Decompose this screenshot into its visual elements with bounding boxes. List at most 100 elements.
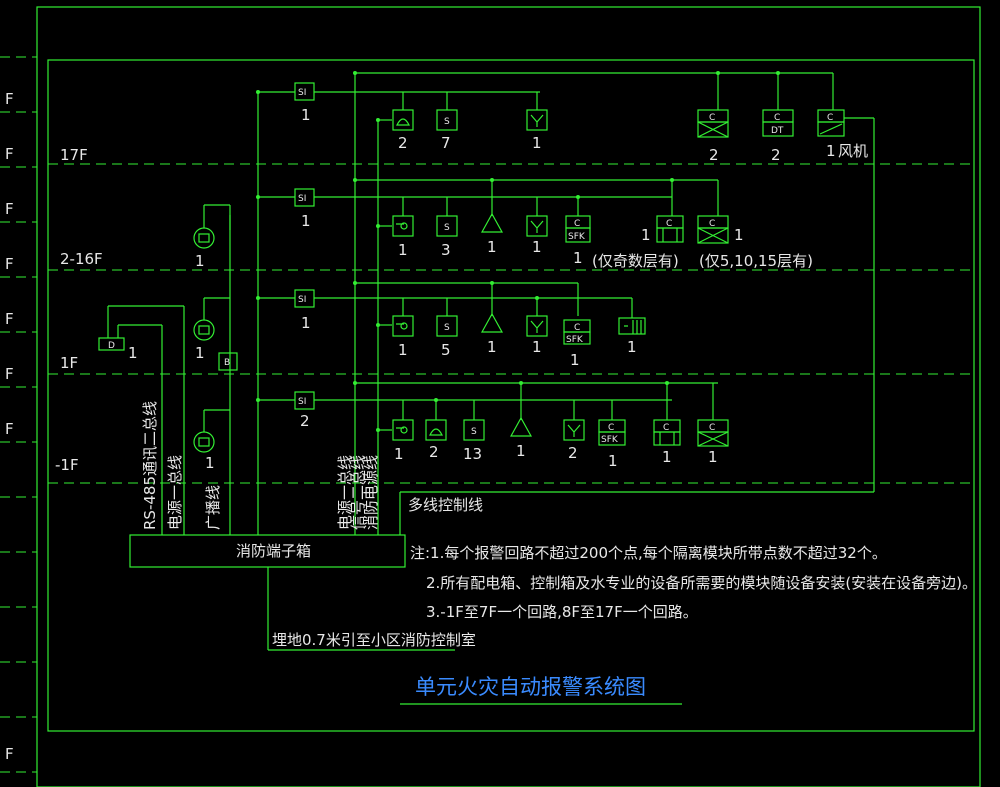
left-floor-mark: F: [5, 200, 14, 218]
svg-text:S: S: [444, 223, 450, 233]
count: 1: [641, 226, 651, 244]
bell-icon: [425, 419, 447, 441]
count: 1: [826, 142, 836, 160]
left-floor-mark: F: [5, 90, 14, 108]
smoke-detector-icon: [463, 419, 485, 441]
fire-power-line-label: 消防电源线: [362, 455, 380, 530]
left-floor-mark: F: [5, 310, 14, 328]
power-bus-right-label: 电源一总线: [336, 455, 354, 530]
count: 1: [205, 454, 215, 472]
left-floor-mark: F: [5, 420, 14, 438]
count: 1: [532, 338, 542, 356]
count: 13: [463, 445, 482, 463]
count: 1: [128, 344, 138, 362]
fire-damper-icon: [697, 431, 729, 447]
power-bus-left-label: 电源一总线: [166, 455, 184, 530]
left-floor-mark: F: [5, 745, 14, 763]
count: 1: [195, 252, 205, 270]
terminal-box-label: 消防端子箱: [236, 542, 311, 560]
count: 1: [516, 442, 526, 460]
smoke-detector-icon: [436, 109, 458, 131]
diagram-title: 单元火灾自动报警系统图: [415, 675, 646, 699]
note-1: 注:1.每个报警回路不超过200个点,每个隔离模块所带点数不超过32个。: [410, 544, 887, 562]
left-floor-mark: F: [5, 145, 14, 163]
manual-alarm-icon: [526, 109, 548, 131]
count: 1: [532, 238, 542, 256]
rs485-label: RS-485通讯二总线: [141, 401, 159, 530]
svg-text:C: C: [709, 219, 715, 229]
floor-label-2-16f: 2-16F: [60, 250, 103, 268]
count: 1: [394, 445, 404, 463]
svg-text:SI: SI: [298, 397, 306, 407]
count: 1: [195, 344, 205, 362]
heat-detector-icon: [392, 215, 414, 237]
b-module: [218, 352, 238, 371]
signal-bus-label: 信号二总线: [349, 455, 367, 530]
svg-text:C: C: [608, 423, 614, 433]
svg-text:SFK: SFK: [568, 232, 586, 242]
svg-text:D: D: [108, 341, 115, 351]
count: 2: [429, 443, 439, 461]
manual-alarm-icon: [526, 215, 548, 237]
speaker-icon: [480, 312, 504, 333]
svg-text:S: S: [471, 427, 477, 437]
floor-label-17f: 17F: [60, 146, 88, 164]
dt-module: [762, 121, 794, 137]
si-count-17f: 1: [301, 106, 311, 124]
count: 1: [608, 452, 618, 470]
broadcast-speaker-icon: [193, 227, 215, 249]
count: 1: [570, 351, 580, 369]
count: 2: [568, 444, 578, 462]
si-label: SI: [298, 88, 306, 98]
multiline-control-label: 多线控制线: [408, 496, 483, 514]
svg-text:C: C: [663, 423, 669, 433]
fan-label: 风机: [838, 142, 868, 160]
si-count-minus1f: 2: [300, 412, 310, 430]
note-2: 2.所有配电箱、控制箱及水专业的设备所需要的模块随设备安装(安装在设备旁边)。: [426, 574, 977, 592]
svg-text:SFK: SFK: [566, 335, 584, 345]
smoke-detector-icon: [436, 315, 458, 337]
fan-icon: [817, 121, 845, 137]
count: 1: [734, 226, 744, 244]
count: 1: [708, 448, 718, 466]
count: 2: [771, 146, 781, 164]
svg-text:C: C: [774, 113, 780, 123]
svg-text:S: S: [444, 323, 450, 333]
count: 1: [627, 338, 637, 356]
speaker-icon: [480, 212, 504, 233]
note-floors-5-10-15: (仅5,10,15层有): [699, 252, 813, 270]
si-module-2-16f: [294, 188, 315, 207]
speaker-icon: [509, 416, 533, 437]
si-module-17f: [294, 82, 315, 101]
floor-label-1f: 1F: [60, 354, 78, 372]
svg-text:S: S: [444, 117, 450, 127]
floor-label-minus1f: -1F: [55, 456, 79, 474]
count: 1: [662, 448, 672, 466]
si-module-1f: [294, 289, 315, 308]
sprinkler-module-icon: [618, 317, 646, 335]
count: 1: [487, 338, 497, 356]
left-floor-ticks: [0, 56, 37, 773]
fire-damper-icon: [697, 121, 729, 138]
manual-alarm-icon: [526, 315, 548, 337]
bell-icon: [392, 109, 414, 131]
inner-frame: [47, 59, 975, 732]
manual-alarm-icon: [563, 419, 585, 441]
svg-text:SFK: SFK: [601, 435, 619, 445]
note-odd-floors: (仅奇数层有): [592, 252, 679, 270]
si-count-1f: 1: [301, 314, 311, 332]
note-3: 3.-1F至7F一个回路,8F至17F一个回路。: [426, 603, 698, 621]
si-count-2-16f: 1: [301, 212, 311, 230]
count: 5: [441, 341, 451, 359]
d-module: [98, 337, 125, 351]
broadcast-speaker-icon: [193, 431, 215, 453]
smoke-detector-icon: [436, 215, 458, 237]
valve-icon: [656, 227, 684, 243]
sfk-module: [565, 227, 591, 243]
svg-text:C: C: [709, 113, 715, 123]
broadcast-speaker-icon: [193, 319, 215, 341]
outer-frame: [36, 6, 981, 787]
count: 7: [441, 134, 451, 152]
svg-text:C: C: [709, 423, 715, 433]
